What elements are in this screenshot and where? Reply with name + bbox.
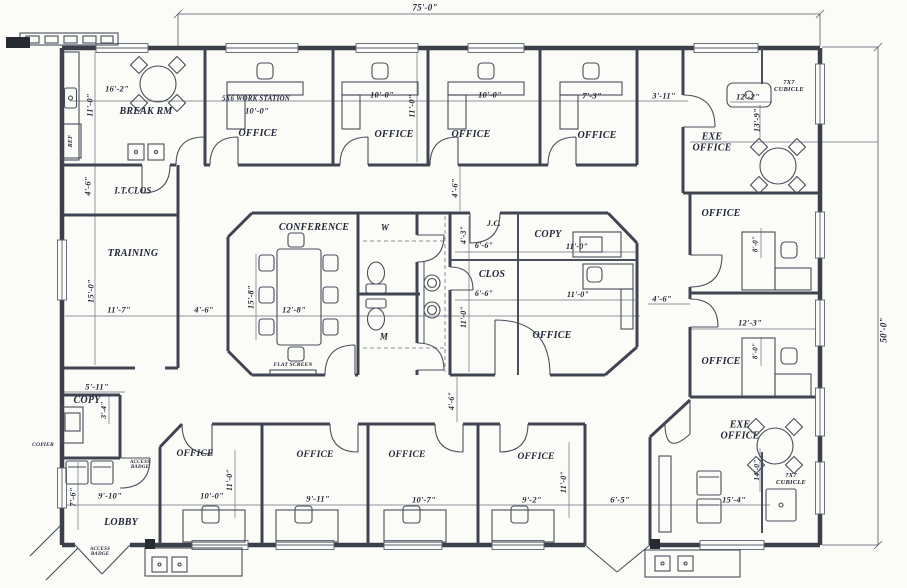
- sink: [423, 301, 441, 319]
- round-table: [756, 427, 794, 465]
- desk: [582, 263, 634, 290]
- waiting-chair: [65, 460, 89, 485]
- guest-chair: [696, 498, 722, 524]
- dimension-chain-lines: [62, 52, 878, 530]
- interior-walls: [62, 48, 820, 545]
- desk: [341, 81, 419, 96]
- cubicle-desk: [765, 488, 797, 522]
- furniture-restrooms: [365, 261, 441, 331]
- office-chair: [294, 505, 313, 524]
- furniture-break-room: [61, 51, 187, 161]
- ada-clearance-dashed: [363, 216, 446, 372]
- sink: [423, 274, 441, 292]
- copier-machine: [572, 231, 622, 258]
- column: [145, 539, 155, 549]
- office-chair: [510, 505, 529, 524]
- furniture-conference: [258, 232, 339, 376]
- office-chair: [371, 62, 389, 80]
- desk: [182, 509, 246, 543]
- desk: [383, 509, 447, 543]
- furniture-copy-rooms: [61, 231, 622, 444]
- column: [650, 539, 660, 549]
- toilet: [366, 261, 386, 285]
- furniture-lobby: [65, 460, 114, 485]
- conference-table: [276, 248, 322, 346]
- guest-chair: [696, 470, 722, 496]
- furniture-offices-top: [226, 62, 623, 130]
- desk: [275, 509, 339, 543]
- planter: [644, 549, 741, 578]
- furniture-offices-bottom: [182, 505, 555, 543]
- desk: [741, 337, 776, 397]
- desk: [491, 509, 555, 543]
- desk: [741, 231, 776, 291]
- furniture-exe-top: [726, 82, 807, 195]
- desk: [447, 81, 525, 96]
- office-chair: [582, 62, 600, 80]
- furniture-offices-right: [741, 231, 812, 397]
- partition-walls: [423, 48, 763, 533]
- office-chair: [256, 62, 274, 80]
- door-swings: [74, 94, 723, 575]
- exterior-features: [6, 32, 741, 581]
- waiting-chair: [90, 460, 114, 485]
- cubicle-desk: [726, 82, 772, 108]
- office-chair: [402, 505, 421, 524]
- office-chair: [780, 347, 798, 365]
- copier-machine: [61, 406, 84, 444]
- break-table: [139, 65, 177, 103]
- window-markers: [57, 43, 825, 550]
- desk: [226, 81, 304, 96]
- dimension-lines: [173, 9, 883, 550]
- planter: [144, 547, 243, 577]
- walkway-edge: [29, 523, 79, 581]
- furniture-exe-bottom: [658, 417, 804, 533]
- office-chair: [477, 62, 495, 80]
- round-table: [759, 147, 797, 185]
- credenza: [658, 455, 672, 533]
- flat-screen-tv: [269, 369, 317, 376]
- office-chair: [201, 505, 220, 524]
- office-chair: [586, 266, 603, 283]
- toilet: [366, 307, 386, 331]
- office-chair: [780, 241, 798, 259]
- desk: [559, 81, 623, 96]
- furniture-office-mid: [582, 263, 634, 330]
